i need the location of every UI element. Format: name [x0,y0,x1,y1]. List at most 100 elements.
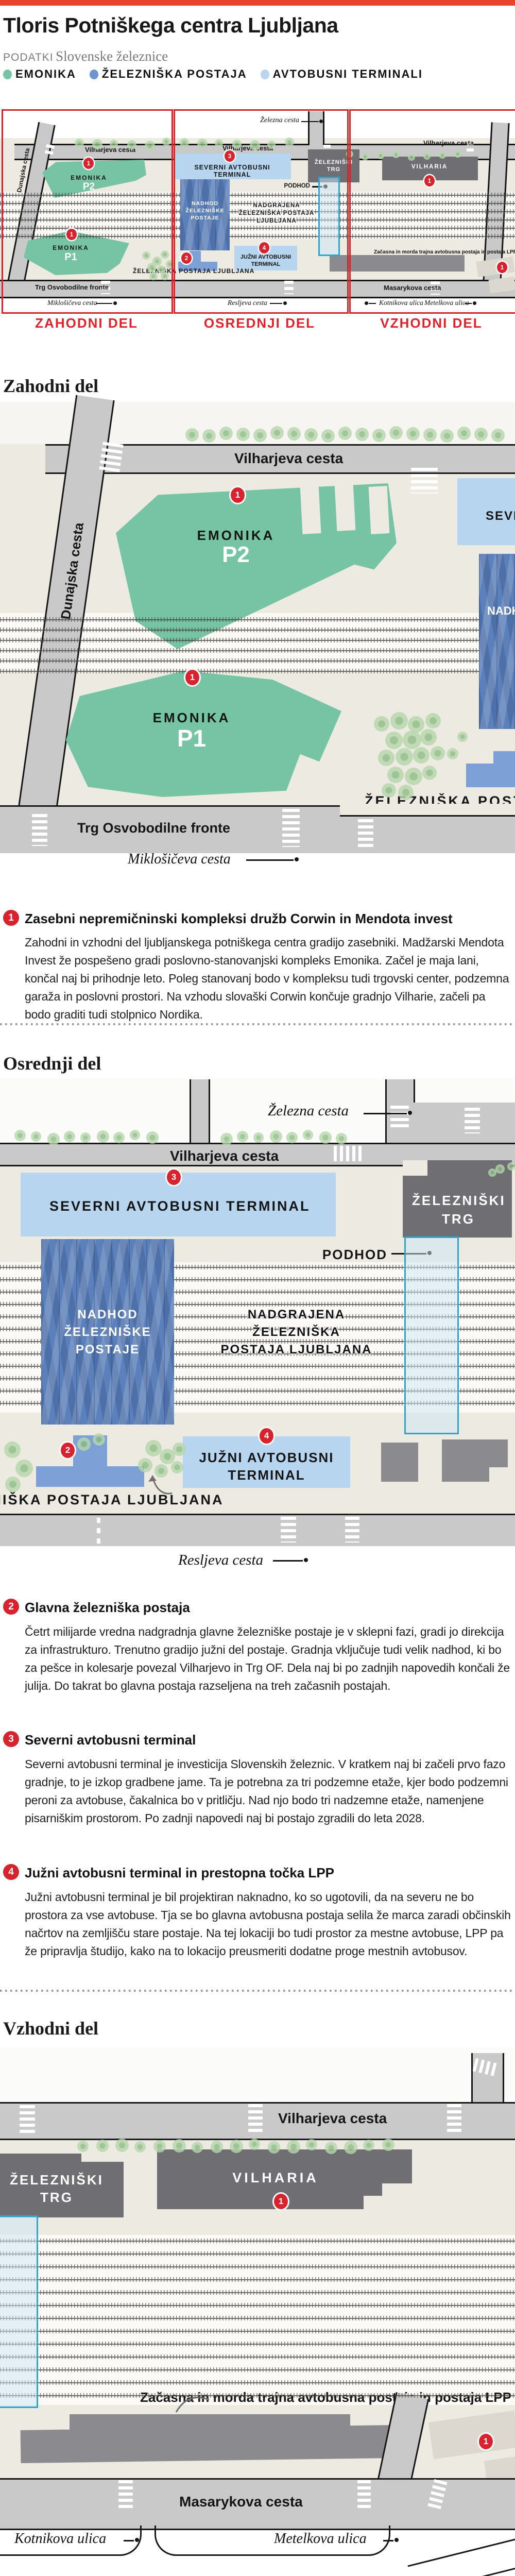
street-label-metelkova-vzhodni: Metelkova ulica [274,2531,367,2547]
tree-icon [304,428,318,442]
vilharia-label: VILHARIA [232,2170,319,2185]
zone-box-vzhodni [349,109,515,314]
tree-icon [93,1433,105,1446]
tree-icon [145,1440,162,1456]
tree-icon [355,428,369,441]
vilharia-step-notch [364,2196,383,2209]
railway-track-line [0,2251,515,2256]
building-juzni-terminal [183,1436,350,1488]
tree-icon [403,731,421,749]
street-label-trg-of-zahodni: Trg Osvobodilne fronte [77,820,231,836]
railway-track-line [0,1364,515,1368]
emonika-p2-label: EMONIKA [197,528,275,543]
dotted-separator [0,1990,515,1992]
tree-icon [77,2141,89,2152]
tree-icon [5,1477,21,1492]
tree-icon [96,2140,109,2152]
zelezniski-trg-label: ŽELEZNIŠKI TRG [412,1193,506,1227]
tree-icon [287,2140,300,2154]
p2-courtyard-notch [334,483,356,531]
zacasna-label-overview: Začasna in morda trajna avtobusna postaj… [374,249,515,255]
p2-label: P2 [222,542,250,567]
tree-icon [15,1460,33,1477]
street-label-masarykova-vzhodni: Masarykova cesta [179,2494,303,2510]
marker-1: 1 [274,2194,288,2209]
tree-icon [423,428,437,442]
nadgrajena-postaja-label: NADGRAJENA ŽELEZNIŠKA POSTAJA LJUBLJANA [220,1308,372,1357]
zone-label-osrednji: OSREDNJI DEL [203,315,316,331]
resljeva-pointer-dot [283,301,287,305]
marker-1: 1 [424,175,435,187]
railway-track-line [0,217,515,222]
zone-label-zahodni: ZAHODNI DEL [35,315,138,331]
crosswalk [282,809,300,847]
street-label-trg-of: Trg Osvobodilne fronte [35,283,109,291]
source-label: PODATKI [3,52,54,63]
tree-icon [362,153,369,160]
metelkova-pointer-dot [394,2538,399,2542]
railway-track-line [0,201,515,206]
note-2-body: Četrt milijarde vredna nadgradnja glavne… [25,1625,510,1692]
tree-icon [230,2140,243,2153]
miklosiceva-pointer-line [96,303,112,304]
tree-icon [149,272,158,280]
zahodni-bottom-white [0,853,515,905]
nadhod-label: NADHOD ŽELEZNIŠKE POSTAJE [185,200,225,221]
note-3-body: Severni avtobusni terminal je investicij… [25,1757,508,1825]
tree-icon [146,1131,159,1144]
tree-icon [77,1437,91,1451]
road-edge-diagonal [407,2533,515,2567]
railway-track-line [0,658,515,663]
legend-item-avtobusni-terminali: AVTOBUSNI TERMINALI [260,67,423,81]
street-label-vilharjeva-osrednji: Vilharjeva cesta [170,1148,279,1164]
tree-icon [303,1130,313,1140]
railway-track-line [0,638,515,642]
railway-track-line [0,1388,515,1393]
lane-dashes [97,1518,100,1544]
tree-icon [491,429,505,442]
podhod-label: PODHOD [284,183,310,189]
source-line: PODATKI Slovenske železnice [3,48,168,64]
legend-label: AVTOBUSNI TERMINALI [272,67,423,80]
note-1-body: Zahodni in vzhodni del ljubljanskega pot… [25,936,509,1021]
tree-icon [287,427,301,440]
crosswalk [447,2104,461,2134]
zelezniski-trg-label-vzhodni: ŽELEZNIŠKI TRG [10,2172,104,2205]
crosswalk [281,1517,296,1543]
marker-1: 1 [497,262,507,273]
tree-icon [202,429,216,443]
bus-color-dot-icon [260,69,269,79]
railway-track-line [0,628,515,632]
tree-icon [236,428,250,441]
railway-track-line [0,2303,515,2308]
railway-track-line [0,1277,515,1282]
podhod-pointer-line [312,186,322,188]
tree-icon [474,428,488,441]
street-label-resljeva: Resljeva cesta [228,299,267,307]
tree-icon [457,427,471,440]
road-zelezna-overview [308,111,324,145]
tree-icon [80,1132,91,1143]
tree-icon [211,2141,223,2153]
building-severni-terminal-partial [457,478,515,545]
tree-icon [270,426,284,439]
tree-icon [219,427,233,440]
railway-track-line [0,209,515,214]
tree-icon [372,429,386,442]
tree-icon [270,1130,282,1143]
railway-track-line [0,617,515,622]
tree-icon [338,427,352,440]
crosswalk [467,142,474,155]
tree-icon [173,1443,186,1456]
tree-icon [387,767,404,783]
kotnikova-pointer-line [369,303,376,304]
street-label-resljeva-osrednji: Resljeva cesta [178,1552,264,1568]
tree-icon [153,2140,166,2153]
railway-track-line [0,2277,515,2282]
curved-arrow-icon [148,1475,173,1495]
tree-icon [110,140,118,148]
tree-icon [161,250,169,259]
curved-arrow-icon [175,2396,210,2413]
tree-icon [425,713,441,728]
resljeva-pointer-line [273,1560,303,1562]
